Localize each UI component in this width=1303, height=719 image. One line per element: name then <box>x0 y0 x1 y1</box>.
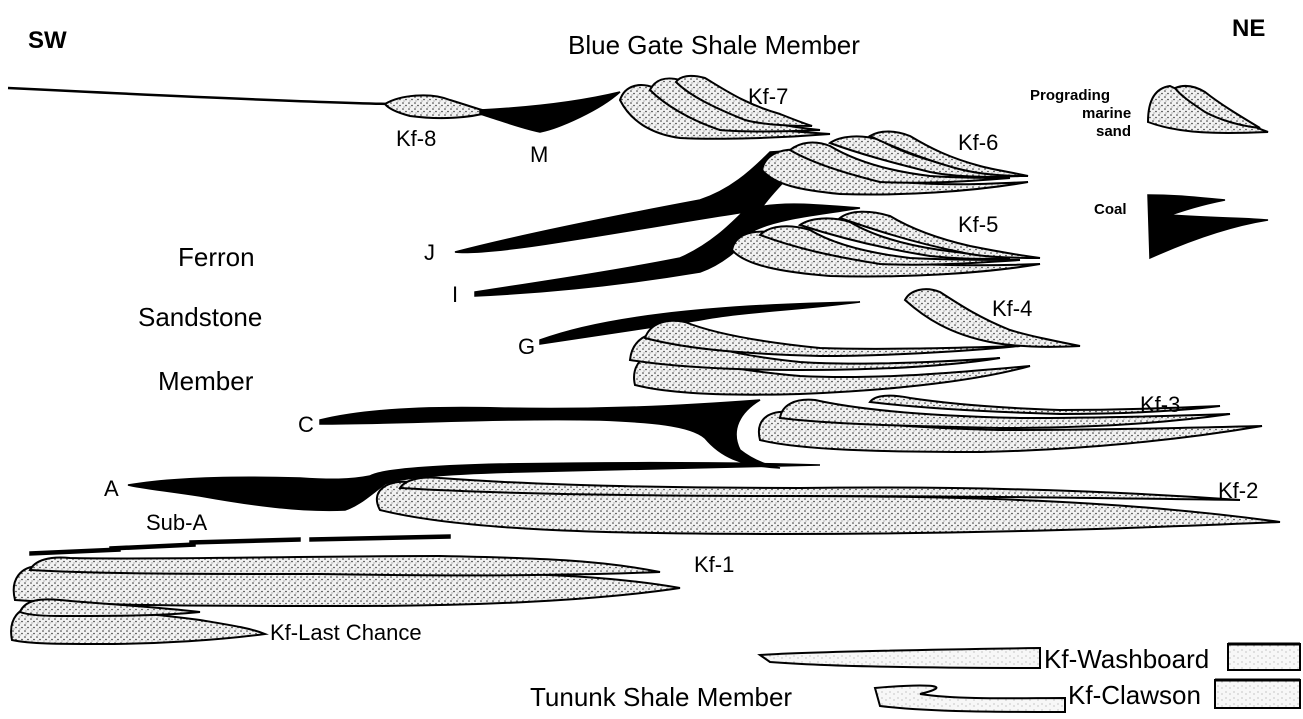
ne-label: NE <box>1232 15 1265 42</box>
kf1-sand-body <box>14 556 680 606</box>
ferron-label-2: Sandstone <box>138 302 262 332</box>
legend-sand-label-3: sand <box>1096 123 1131 140</box>
kf3-sand-body <box>759 396 1262 452</box>
coal-sub-a <box>30 535 450 555</box>
legend-coal-swatch <box>1148 195 1268 258</box>
kf7-sand-body <box>620 76 830 139</box>
kf-washboard-body <box>760 644 1300 670</box>
kf6-label: Kf-6 <box>958 130 998 155</box>
kf4-label: Kf-4 <box>992 296 1032 321</box>
i-label: I <box>452 282 458 307</box>
kf1-label: Kf-1 <box>694 552 734 577</box>
kf3-label: Kf-3 <box>1140 392 1180 417</box>
coal-c <box>320 400 780 468</box>
j-label: J <box>424 240 435 265</box>
a-label: A <box>104 476 119 501</box>
kf2-sand-body <box>377 477 1280 534</box>
legend-sand-label-1: Prograding <box>1030 87 1110 104</box>
kf8-label: Kf-8 <box>396 126 436 151</box>
kf-last-chance-label: Kf-Last Chance <box>270 620 422 645</box>
m-label: M <box>530 142 548 167</box>
legend-coal-label: Coal <box>1094 201 1127 218</box>
legend-sand-label-2: marine <box>1082 105 1131 122</box>
kf7-label: Kf-7 <box>748 84 788 109</box>
sub-a-label: Sub-A <box>146 510 207 535</box>
kf-washboard-label: Kf-Washboard <box>1044 644 1209 674</box>
tununk-label: Tununk Shale Member <box>530 682 792 712</box>
c-label: C <box>298 412 314 437</box>
kf8-sand-lens <box>385 95 490 118</box>
ferron-label-1: Ferron <box>178 242 255 272</box>
ferron-label-3: Member <box>158 366 254 396</box>
sw-label: SW <box>28 27 67 54</box>
coal-m <box>480 92 620 132</box>
blue-gate-label: Blue Gate Shale Member <box>568 30 860 60</box>
g-label: G <box>518 334 535 359</box>
kf2-label: Kf-2 <box>1218 478 1258 503</box>
blue-gate-shale-line <box>8 88 390 104</box>
legend-sand-swatch <box>1148 86 1268 133</box>
kf5-label: Kf-5 <box>958 212 998 237</box>
kf-clawson-label: Kf-Clawson <box>1068 680 1201 710</box>
